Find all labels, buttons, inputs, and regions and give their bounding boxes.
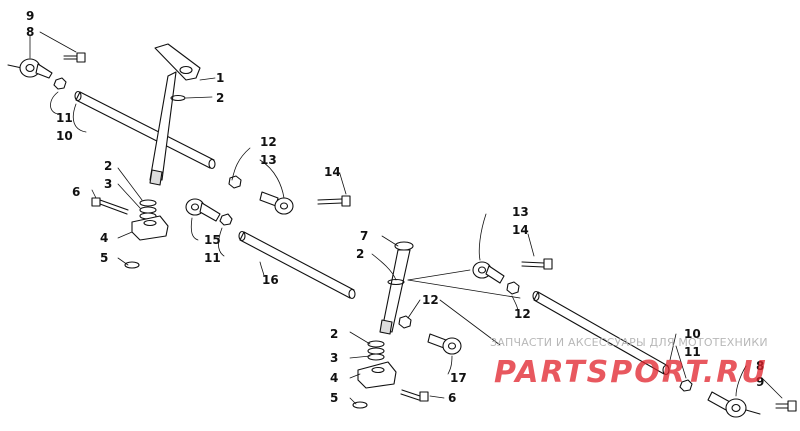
- nut-12-right: [506, 281, 520, 295]
- tie-rod-end-13-upper: [259, 191, 294, 215]
- callout-4-lower: 4: [330, 371, 338, 385]
- jam-nut-upper-left: [53, 77, 67, 90]
- callout-12-right: 12: [514, 307, 531, 321]
- tie-rod-upper: [74, 90, 216, 170]
- callout-5-lower: 5: [330, 391, 338, 405]
- bolt-9-right: [775, 400, 797, 412]
- callout-12-mid: 12: [422, 293, 439, 307]
- callout-6-lower: 6: [448, 391, 456, 405]
- tie-rod-end-8-right: [707, 391, 761, 418]
- washer-stack-lower: [367, 340, 385, 361]
- callout-8-top: 8: [26, 25, 34, 39]
- bolt-14-right: [521, 258, 553, 270]
- bolt-upper-left: [63, 52, 86, 63]
- callout-9-right: 9: [756, 375, 764, 389]
- callout-11-mid: 11: [204, 251, 221, 265]
- callout-13-top: 13: [260, 153, 277, 167]
- tie-rod-end-13-right: [472, 261, 505, 284]
- callout-17: 17: [450, 371, 467, 385]
- tie-rod-end-left-top: [7, 58, 53, 79]
- steering-post-lower: [379, 241, 414, 335]
- callout-9-top: 9: [26, 9, 34, 23]
- bolt-6-lower: [400, 389, 429, 402]
- callout-3-upper: 3: [104, 177, 112, 191]
- callout-13-right: 13: [512, 205, 529, 219]
- callout-5-upper: 5: [100, 251, 108, 265]
- bearing-block-lower: [357, 361, 397, 389]
- tie-rod-right: [532, 290, 670, 376]
- callout-10-right: 10: [684, 327, 701, 341]
- callout-2-lower: 2: [330, 327, 338, 341]
- bolt-14-upper: [317, 195, 351, 207]
- callout-2-upper: 2: [104, 159, 112, 173]
- jam-nut-lower-right: [679, 379, 693, 392]
- callout-14-right: 14: [512, 223, 529, 237]
- callout-4-upper: 4: [100, 231, 108, 245]
- callout-labels: 9 8 1 2 11 10 12 13 14 2 3 6 4 15 11 5 1…: [26, 9, 764, 405]
- assembly-reference-lines: [407, 269, 521, 346]
- callout-2-lower-post: 2: [356, 247, 364, 261]
- tie-rod-end-15: [185, 198, 233, 226]
- callout-8-right: 8: [756, 359, 764, 373]
- callout-14-top: 14: [324, 165, 341, 179]
- callout-1: 1: [216, 71, 224, 85]
- callout-3-lower: 3: [330, 351, 338, 365]
- steering-post-upper: [149, 43, 201, 186]
- callout-7: 7: [360, 229, 368, 243]
- leader-lines: [29, 31, 783, 405]
- callout-12-top: 12: [260, 135, 277, 149]
- retaining-clip-lower: [352, 401, 368, 409]
- callout-15: 15: [204, 233, 221, 247]
- washer-stack-upper: [139, 199, 157, 220]
- retaining-clip-upper: [124, 261, 140, 269]
- tie-rod-end-17: [427, 333, 462, 355]
- callout-16: 16: [262, 273, 279, 287]
- callout-6-upper: 6: [72, 185, 80, 199]
- callout-11-right: 11: [684, 345, 701, 359]
- callout-10-top: 10: [56, 129, 73, 143]
- drag-link-16: [238, 230, 356, 300]
- bearing-block-upper: [131, 215, 169, 241]
- nut-12-upper: [228, 175, 242, 189]
- callout-2-post: 2: [216, 91, 224, 105]
- bolt-6-upper: [91, 197, 129, 215]
- nut-12-lower: [398, 315, 412, 329]
- callout-11-top: 11: [56, 111, 73, 125]
